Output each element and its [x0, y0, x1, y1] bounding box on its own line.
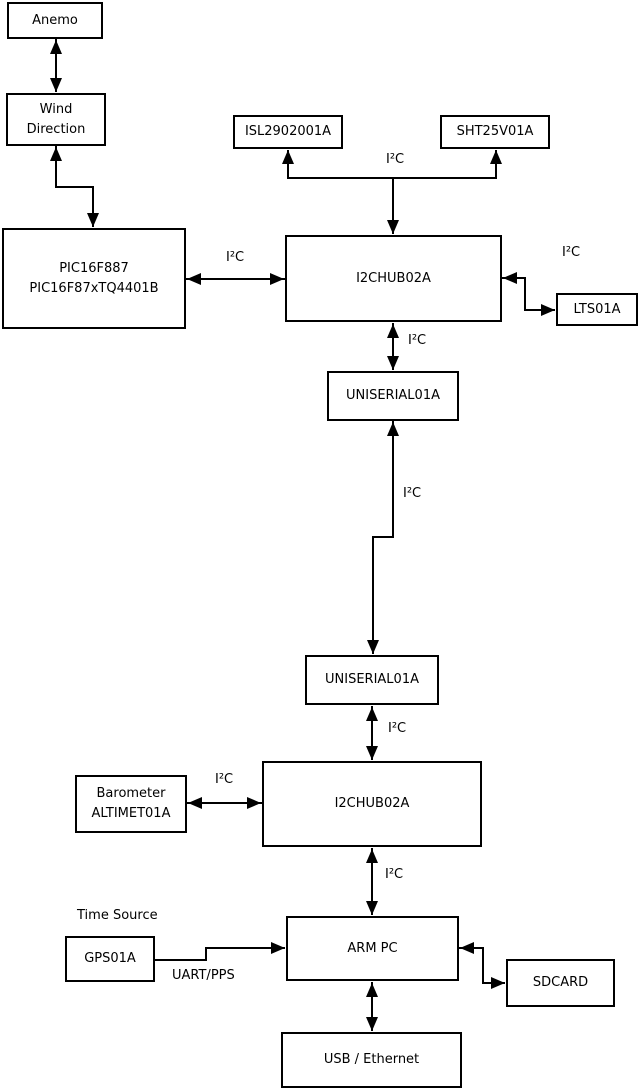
arrowheads-uniserial1-uniserial2: [367, 422, 399, 654]
node-pic16f887-line2: PIC16F87xTQ4401B: [29, 280, 159, 296]
arrowheads-barometer-hub2: [188, 797, 261, 809]
node-sdcard: SDCARD: [506, 959, 615, 1007]
node-i2chub02a-bottom-label: I2CHUB02A: [334, 796, 410, 811]
arrowheads-uniserial2-hub2: [366, 707, 378, 760]
node-barometer-altimet01a: Barometer ALTIMET01A: [75, 775, 187, 833]
edge-label-i2c-uniserial2-hub2: I²C: [388, 721, 407, 736]
edge-label-i2c-pic-hub1: I²C: [226, 250, 245, 265]
edge-label-i2c-hub2-armpc: I²C: [385, 867, 404, 882]
edge-gps-armpc: [155, 947, 285, 961]
node-uniserial01a-bottom-label: UNISERIAL01A: [325, 672, 419, 687]
node-usb-ethernet: USB / Ethernet: [281, 1032, 462, 1088]
node-lts01a: LTS01A: [556, 293, 638, 326]
node-wind-direction: Wind Direction: [6, 93, 106, 146]
node-barometer-line1: Barometer: [96, 786, 166, 801]
node-gps01a: GPS01A: [65, 936, 155, 982]
node-anemo-label: Anemo: [32, 12, 78, 28]
node-anemo: Anemo: [7, 2, 103, 39]
edge-label-i2c-long-connector: I²C: [403, 486, 422, 501]
node-uniserial01a-bottom: UNISERIAL01A: [305, 655, 439, 705]
edge-label-i2c-barometer-hub2: I²C: [215, 772, 234, 787]
node-sdcard-label: SDCARD: [532, 975, 589, 990]
arrowheads-wind-pic: [50, 147, 99, 227]
arrowheads-hub1-uniserial1: [387, 324, 399, 370]
node-isl2902001a: ISL2902001A: [233, 115, 343, 149]
node-i2chub02a-top-label: I2CHUB02A: [356, 270, 431, 286]
edge-hub1-lts: [502, 277, 555, 311]
edge-label-i2c-hub1-uniserial1: I²C: [408, 333, 427, 348]
node-wind-direction-line1: Wind: [39, 101, 73, 117]
edge-wind-pic: [55, 146, 94, 227]
node-usb-ethernet-label: USB / Ethernet: [323, 1052, 420, 1067]
node-i2chub02a-bottom: I2CHUB02A: [262, 761, 482, 847]
arrowheads-hub1-isl-sht: [282, 150, 502, 234]
arrowhead-gps-armpc: [271, 942, 285, 954]
node-uniserial01a-top-label: UNISERIAL01A: [346, 388, 440, 403]
arrowheads-anemo-wind: [50, 40, 62, 92]
node-barometer-line2: ALTIMET01A: [91, 806, 171, 821]
label-time-source: Time Source: [77, 908, 158, 923]
edge-label-i2c-isl-sht-branch: I²C: [386, 152, 405, 167]
edge-label-i2c-hub1-lts: I²C: [562, 245, 581, 260]
node-sht25v01a: SHT25V01A: [440, 115, 550, 149]
arrowheads-armpc-sdcard: [460, 942, 505, 989]
edge-armpc-sdcard: [459, 947, 505, 984]
node-wind-direction-line2: Direction: [26, 121, 86, 137]
arrowheads-hub1-lts: [503, 272, 555, 316]
node-arm-pc: ARM PC: [286, 916, 459, 981]
edge-uniserial1-uniserial2: [372, 421, 394, 654]
arrowheads-armpc-usb: [366, 983, 378, 1031]
node-arm-pc-label: ARM PC: [347, 940, 398, 956]
node-gps01a-label: GPS01A: [84, 951, 136, 966]
node-lts01a-label: LTS01A: [573, 301, 621, 317]
node-i2chub02a-top: I2CHUB02A: [285, 235, 502, 322]
node-uniserial01a-top: UNISERIAL01A: [327, 371, 459, 421]
edge-label-uart-pps: UART/PPS: [172, 968, 235, 983]
node-pic16f887: PIC16F887 PIC16F87xTQ4401B: [2, 228, 186, 329]
node-isl2902001a-label: ISL2902001A: [244, 124, 332, 139]
node-sht25v01a-label: SHT25V01A: [456, 124, 534, 139]
node-pic16f887-line1: PIC16F887: [59, 260, 129, 276]
arrowheads-pic-hub1: [187, 273, 284, 285]
arrowheads-hub2-armpc: [366, 849, 378, 915]
